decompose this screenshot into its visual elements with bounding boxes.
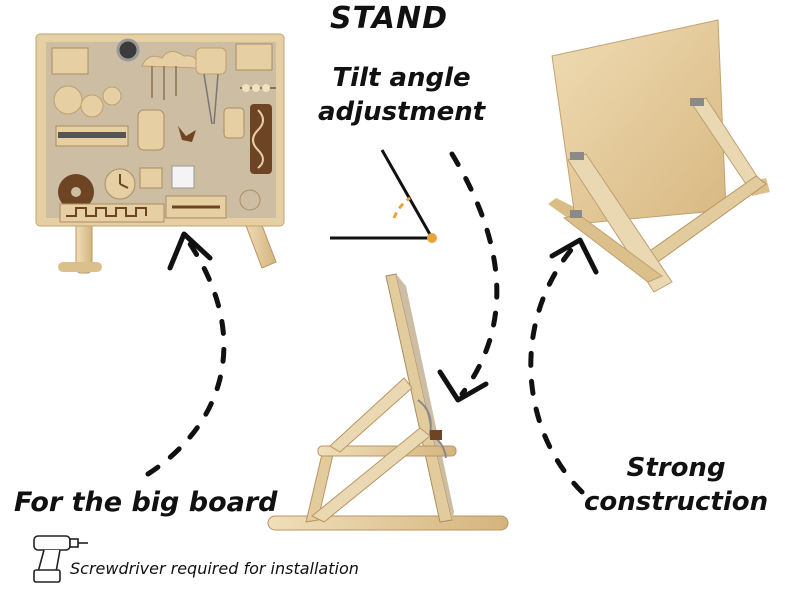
tilt-label-line2: adjustment — [318, 96, 486, 127]
page-title: STAND — [330, 1, 448, 36]
spinner-icon — [178, 126, 196, 142]
tilt-angle-label: Tilt angle adjustment — [318, 62, 485, 130]
maze-strip — [250, 104, 272, 174]
brace — [311, 427, 431, 523]
gear-icon — [239, 189, 261, 211]
stand-side-view — [267, 273, 509, 531]
latch-panel — [235, 43, 273, 71]
arrow-tilt — [449, 151, 500, 397]
tilt-label-line1: Tilt angle — [332, 63, 471, 93]
gear-icon — [102, 86, 122, 106]
arrow-heads — [167, 231, 599, 403]
board-foot-left — [58, 262, 102, 272]
angle-diagram-icon — [330, 149, 437, 243]
big-board-label: For the big board — [14, 487, 278, 518]
lock-panel — [223, 107, 245, 139]
arrow-strong — [528, 241, 585, 495]
strong-label-line1: Strong — [626, 453, 726, 483]
strong-construction-label: Strong construction — [584, 452, 768, 520]
stand-back-view — [548, 19, 770, 293]
gear-icon — [80, 94, 104, 118]
busy-board-photo — [35, 33, 285, 274]
switch-icon — [171, 165, 195, 189]
pulley-panel — [195, 47, 227, 75]
arrow-big-board — [145, 235, 227, 477]
mirror-icon — [116, 38, 140, 62]
screwdriver-icon — [33, 535, 88, 583]
back-board — [551, 19, 727, 225]
switch-icon — [139, 167, 163, 189]
base-bar — [267, 515, 509, 531]
pivot-dot — [427, 233, 437, 243]
strong-label-line2: construction — [584, 486, 769, 517]
gear-icon — [53, 85, 83, 115]
screwdriver-note: Screwdriver required for installation — [70, 559, 359, 578]
abacus-panel — [137, 109, 165, 151]
dashed-arrows — [145, 151, 585, 495]
latch-panel — [51, 47, 89, 75]
